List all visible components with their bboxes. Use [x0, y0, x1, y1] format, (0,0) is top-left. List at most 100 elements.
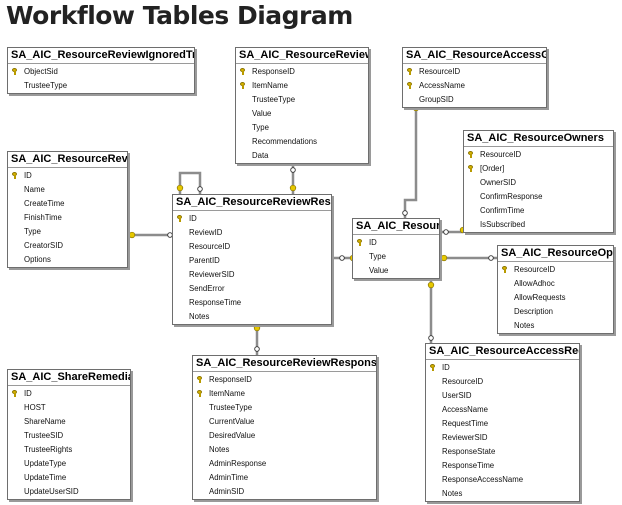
column-name: ReviewerSID: [442, 433, 488, 442]
table-resource-review-responses[interactable]: SA_AIC_ResourceReviewResponses IDReviewI…: [172, 194, 332, 325]
column-row[interactable]: ID: [173, 212, 331, 226]
column-row[interactable]: GroupSID: [403, 93, 546, 107]
column-row[interactable]: AllowAdhoc: [498, 277, 613, 291]
table-resource-access-groups[interactable]: SA_AIC_ResourceAccessGroups ResourceIDAc…: [402, 47, 547, 108]
column-row[interactable]: ReviewerSID: [173, 268, 331, 282]
table-share-remediation[interactable]: SA_AIC_ShareRemediation IDHOSTShareNameT…: [7, 369, 131, 500]
column-name: ResourceID: [189, 242, 231, 251]
column-row[interactable]: [Order]: [464, 162, 613, 176]
column-row[interactable]: TrusteeRights: [8, 443, 130, 457]
table-title: SA_AIC_ResourceReviews: [8, 152, 127, 168]
column-row[interactable]: DesiredValue: [193, 429, 376, 443]
column-row[interactable]: Name: [8, 183, 127, 197]
column-row[interactable]: Notes: [173, 310, 331, 324]
column-row[interactable]: TrusteeSID: [8, 429, 130, 443]
column-row[interactable]: ShareName: [8, 415, 130, 429]
column-row[interactable]: AdminSID: [193, 485, 376, 499]
table-resource-review-response-details[interactable]: SA_AIC_ResourceReviewResponseDetails Res…: [192, 355, 377, 500]
column-name: ResponseID: [209, 375, 252, 384]
column-row[interactable]: TrusteeType: [236, 93, 368, 107]
column-row[interactable]: CreateTime: [8, 197, 127, 211]
column-row[interactable]: ConfirmResponse: [464, 190, 613, 204]
column-row[interactable]: Data: [236, 149, 368, 163]
table-resource-options[interactable]: SA_AIC_ResourceOptions ResourceIDAllowAd…: [497, 245, 614, 334]
column-row[interactable]: UpdateTime: [8, 471, 130, 485]
table-title: SA_AIC_ResourceOptions: [498, 246, 613, 262]
column-row[interactable]: Value: [236, 107, 368, 121]
column-row[interactable]: ID: [8, 169, 127, 183]
column-row[interactable]: ReviewerSID: [426, 431, 579, 445]
column-row[interactable]: ResponseAccessName: [426, 473, 579, 487]
diagram-title: Workflow Tables Diagram: [6, 1, 353, 30]
column-row[interactable]: TrusteeType: [193, 401, 376, 415]
column-row[interactable]: IsSubscribed: [464, 218, 613, 232]
table-resource-access-requests[interactable]: SA_AIC_ResourceAccessRequests IDResource…: [425, 343, 580, 502]
column-row[interactable]: Value: [353, 264, 439, 278]
column-row[interactable]: ID: [8, 387, 130, 401]
column-row[interactable]: ResponseTime: [173, 296, 331, 310]
column-row[interactable]: CurrentValue: [193, 415, 376, 429]
column-row[interactable]: OwnerSID: [464, 176, 613, 190]
column-row[interactable]: Description: [498, 305, 613, 319]
column-row[interactable]: UpdateType: [8, 457, 130, 471]
column-row[interactable]: ResponseID: [193, 373, 376, 387]
column-name: Notes: [209, 445, 230, 454]
column-row[interactable]: ResourceID: [498, 263, 613, 277]
column-name: ReviewID: [189, 228, 223, 237]
column-row[interactable]: AllowRequests: [498, 291, 613, 305]
column-name: DesiredValue: [209, 431, 256, 440]
column-row[interactable]: CreatorSID: [8, 239, 127, 253]
column-row[interactable]: AdminResponse: [193, 457, 376, 471]
table-resource-reviews[interactable]: SA_AIC_ResourceReviews ID NameCreateTimeF…: [7, 151, 128, 268]
column-row[interactable]: ID: [353, 236, 439, 250]
column-row[interactable]: ResourceID: [426, 375, 579, 389]
column-row[interactable]: AdminTime: [193, 471, 376, 485]
column-name: GroupSID: [419, 95, 454, 104]
column-row[interactable]: Type: [8, 225, 127, 239]
column-row[interactable]: AccessName: [403, 79, 546, 93]
column-row[interactable]: FinishTime: [8, 211, 127, 225]
primary-key-icon: [468, 165, 473, 172]
column-row[interactable]: UserSID: [426, 389, 579, 403]
column-row[interactable]: ParentID: [173, 254, 331, 268]
column-row[interactable]: ID: [426, 361, 579, 375]
column-name: TrusteeType: [209, 403, 253, 412]
column-row[interactable]: ItemName: [236, 79, 368, 93]
column-row[interactable]: SendError: [173, 282, 331, 296]
primary-key-icon: [177, 215, 182, 222]
column-row[interactable]: UpdateUserSID: [8, 485, 130, 499]
column-row[interactable]: ReviewID: [173, 226, 331, 240]
primary-key-icon: [357, 239, 362, 246]
column-row[interactable]: Type: [353, 250, 439, 264]
column-name: ID: [189, 214, 197, 223]
column-name: FinishTime: [24, 213, 62, 222]
column-row[interactable]: ResponseTime: [426, 459, 579, 473]
column-name: TrusteeType: [24, 81, 68, 90]
column-row[interactable]: Notes: [426, 487, 579, 501]
column-row[interactable]: RequestTime: [426, 417, 579, 431]
column-row[interactable]: Notes: [193, 443, 376, 457]
column-row[interactable]: ConfirmTime: [464, 204, 613, 218]
column-row[interactable]: ObjectSid: [8, 65, 194, 79]
column-row[interactable]: ResourceID: [173, 240, 331, 254]
table-resource-review-data[interactable]: SA_AIC_ResourceReviewData ResponseIDItem…: [235, 47, 369, 164]
column-row[interactable]: Notes: [498, 319, 613, 333]
column-row[interactable]: TrusteeType: [8, 79, 194, 93]
column-name: ResourceID: [480, 150, 522, 159]
column-name: RequestTime: [442, 419, 489, 428]
column-row[interactable]: HOST: [8, 401, 130, 415]
column-row[interactable]: ResponseID: [236, 65, 368, 79]
column-row[interactable]: ResponseState: [426, 445, 579, 459]
column-name: ID: [24, 171, 32, 180]
column-row[interactable]: Type: [236, 121, 368, 135]
column-name: ID: [24, 389, 32, 398]
column-row[interactable]: ItemName: [193, 387, 376, 401]
column-row[interactable]: Recommendations: [236, 135, 368, 149]
table-resource-review-ignored-trustees[interactable]: SA_AIC_ResourceReviewIgnoredTrustees Obj…: [7, 47, 195, 94]
column-row[interactable]: Options: [8, 253, 127, 267]
column-row[interactable]: ResourceID: [464, 148, 613, 162]
table-resource-owners[interactable]: SA_AIC_ResourceOwners ResourceID[Order]O…: [463, 130, 614, 233]
column-row[interactable]: ResourceID: [403, 65, 546, 79]
column-row[interactable]: AccessName: [426, 403, 579, 417]
